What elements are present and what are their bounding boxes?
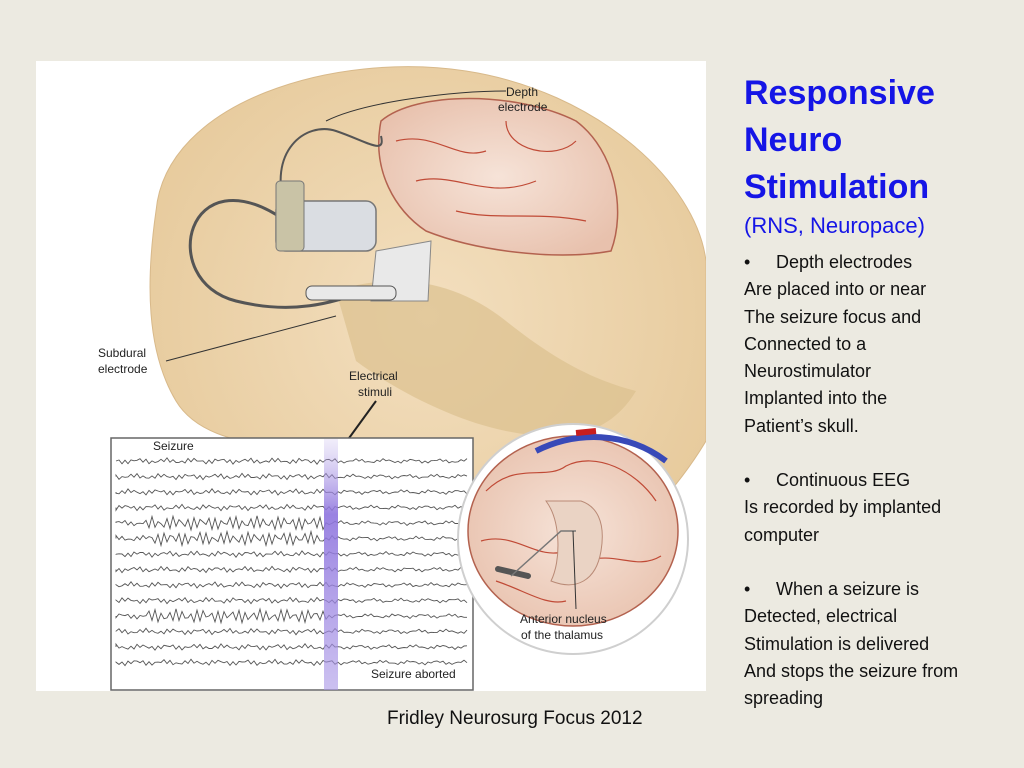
bullet-line: computer: [744, 524, 820, 545]
title-line-2: Neuro: [744, 121, 843, 159]
depth-electrode-label-2: electrode: [498, 100, 548, 114]
bullet-line: Stimulation is delivered: [744, 633, 930, 654]
brain-cutaway: [378, 97, 619, 256]
eeg-trace-line: [115, 550, 468, 558]
title-line-3: Stimulation: [744, 168, 930, 206]
text-panel: Responsive Neuro Stimulation (RNS, Neuro…: [744, 70, 1014, 739]
eeg-trace-line: [115, 565, 468, 574]
eeg-trace-line: [115, 472, 468, 481]
bullet-line: The seizure focus and: [744, 306, 922, 327]
electrical-stimuli-label-1: Electrical: [349, 369, 398, 383]
bullet-marker: •: [744, 470, 751, 491]
seizure-aborted-label: Seizure aborted: [371, 667, 456, 681]
rns-illustration: Depth electrode Subdural electrode Elect…: [36, 61, 706, 691]
bullet-line: Are placed into or near: [744, 279, 927, 300]
anterior-nucleus-label-1: Anterior nucleus: [520, 612, 607, 626]
eeg-trace-line: [115, 607, 467, 625]
bullet-heading: Depth electrodes: [776, 252, 913, 272]
eeg-trace-line: [115, 642, 468, 651]
bullet-line: Patient’s skull.: [744, 415, 859, 436]
title-line-1: Responsive: [744, 74, 935, 112]
bullet-line: Detected, electrical: [744, 606, 898, 627]
seizure-label: Seizure: [153, 439, 194, 453]
eeg-trace-line: [115, 529, 468, 548]
eeg-trace-line: [115, 514, 468, 532]
bullet-line: spreading: [744, 688, 824, 709]
thalamus-pointer: [572, 530, 577, 610]
depth-electrode-label-1: Depth: [506, 85, 538, 99]
bullet-marker: •: [744, 578, 751, 599]
bullet-line: Connected to a: [744, 333, 867, 354]
subdural-electrode-strip: [305, 285, 397, 301]
bullet-seizure-detected: • When a seizure is Detected, electrical…: [744, 576, 1014, 712]
slide-subtitle: (RNS, Neuropace): [744, 213, 925, 238]
eeg-trace-line: [115, 503, 468, 512]
electrical-stimuli-label-2: stimuli: [358, 385, 392, 399]
lead-wire-loop: [188, 198, 367, 309]
figure-citation: Fridley Neurosurg Focus 2012: [387, 708, 643, 729]
bullet-marker: •: [744, 252, 751, 272]
eeg-trace-line: [115, 627, 468, 636]
slide-title: Responsive Neuro Stimulation: [744, 70, 1014, 211]
bullet-line: And stops the seizure from: [744, 660, 959, 681]
bullet-continuous-eeg: • Continuous EEG Is recorded by implante…: [744, 467, 1014, 549]
bullet-heading: When a seizure is: [776, 578, 920, 599]
coronal-brain-inset: Anterior nucleus of the thalamus: [457, 423, 689, 655]
eeg-trace-line: [115, 581, 468, 589]
bullet-heading: Continuous EEG: [776, 470, 911, 491]
bullet-line: Neurostimulator: [744, 361, 872, 382]
eeg-trace-line: [115, 658, 468, 667]
bullet-line: Is recorded by implanted: [744, 497, 942, 518]
bullet-line: Implanted into the: [744, 388, 888, 409]
skull-detail: [336, 281, 636, 437]
subdural-electrode-label-1: Subdural: [98, 346, 146, 360]
eeg-trace-line: [115, 457, 468, 465]
eeg-trace-panel: Seizure Seizure aborted: [110, 437, 474, 691]
illustration-svg: Depth electrode Subdural electrode Elect…: [98, 66, 706, 691]
eeg-trace-line: [115, 596, 468, 605]
stimulation-band: [324, 439, 338, 690]
subdural-electrode-pointer: [165, 315, 337, 362]
eeg-trace-line: [115, 488, 468, 496]
subdural-electrode-label-2: electrode: [98, 362, 148, 376]
anterior-nucleus-label-2: of the thalamus: [521, 628, 603, 642]
depth-electrode-pointer: [325, 90, 507, 122]
bullet-depth-electrodes: • Depth electrodes Are placed into or ne…: [744, 249, 1014, 440]
